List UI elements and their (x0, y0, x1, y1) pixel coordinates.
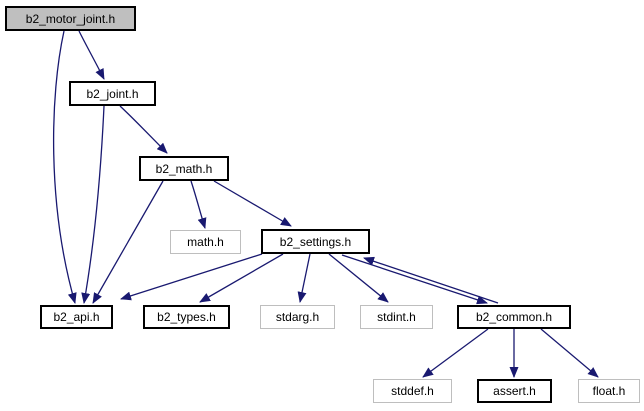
edge-b2_math_h-to-b2_settings_h (213, 180, 292, 227)
node-label-b2_common_h: b2_common.h (475, 310, 553, 324)
node-label-b2_api_h: b2_api.h (53, 310, 100, 324)
node-b2_types_h[interactable]: b2_types.h (143, 305, 230, 329)
edge-b2_motor_joint_h-to-b2_joint_h (78, 30, 105, 80)
edge-b2_common_h-to-b2_settings_h (363, 256, 499, 304)
node-label-assert_h: assert.h (493, 384, 536, 398)
node-b2_common_h[interactable]: b2_common.h (457, 305, 571, 329)
node-label-b2_joint_h: b2_joint.h (86, 86, 139, 101)
node-b2_joint_h[interactable]: b2_joint.h (69, 81, 156, 106)
node-float_h: float.h (578, 379, 640, 403)
edge-b2_joint_h-to-b2_api_h (81, 105, 105, 304)
node-label-stddef_h: stddef.h (391, 384, 434, 398)
edge-b2_settings_h-to-b2_types_h (199, 253, 284, 303)
node-label-b2_motor_joint_h: b2_motor_joint.h (25, 11, 116, 26)
edge-b2_settings_h-to-b2_api_h (120, 253, 263, 301)
node-stddef_h: stddef.h (373, 379, 452, 403)
node-label-b2_math_h: b2_math.h (155, 161, 213, 176)
edge-b2_motor_joint_h-to-b2_api_h (52, 30, 77, 304)
node-stdint_h: stdint.h (360, 305, 433, 329)
node-label-b2_settings_h: b2_settings.h (279, 234, 352, 249)
edge-group (52, 30, 599, 378)
edge-b2_math_h-to-b2_api_h (92, 180, 164, 304)
node-b2_settings_h[interactable]: b2_settings.h (261, 229, 370, 254)
node-label-b2_types_h: b2_types.h (157, 310, 216, 324)
node-label-float_h: float.h (592, 384, 626, 398)
node-label-stdint_h: stdint.h (377, 310, 416, 324)
edge-b2_math_h-to-math_h (190, 180, 207, 229)
node-b2_motor_joint_h: b2_motor_joint.h (5, 6, 136, 31)
node-b2_math_h[interactable]: b2_math.h (139, 156, 229, 181)
node-math_h: math.h (170, 230, 241, 254)
node-b2_api_h[interactable]: b2_api.h (40, 305, 113, 329)
edge-b2_joint_h-to-b2_math_h (119, 105, 168, 154)
node-label-stdarg_h: stdarg.h (275, 310, 320, 324)
node-stdarg_h: stdarg.h (260, 305, 335, 329)
edge-b2_common_h-to-stddef_h (422, 328, 489, 378)
edge-b2_common_h-to-float_h (540, 328, 599, 378)
edge-b2_settings_h-to-stdint_h (328, 253, 389, 303)
edge-b2_settings_h-to-b2_common_h (341, 254, 488, 305)
edge-b2_settings_h-to-stdarg_h (297, 253, 311, 303)
node-label-math_h: math.h (187, 235, 224, 249)
node-assert_h[interactable]: assert.h (477, 379, 552, 403)
